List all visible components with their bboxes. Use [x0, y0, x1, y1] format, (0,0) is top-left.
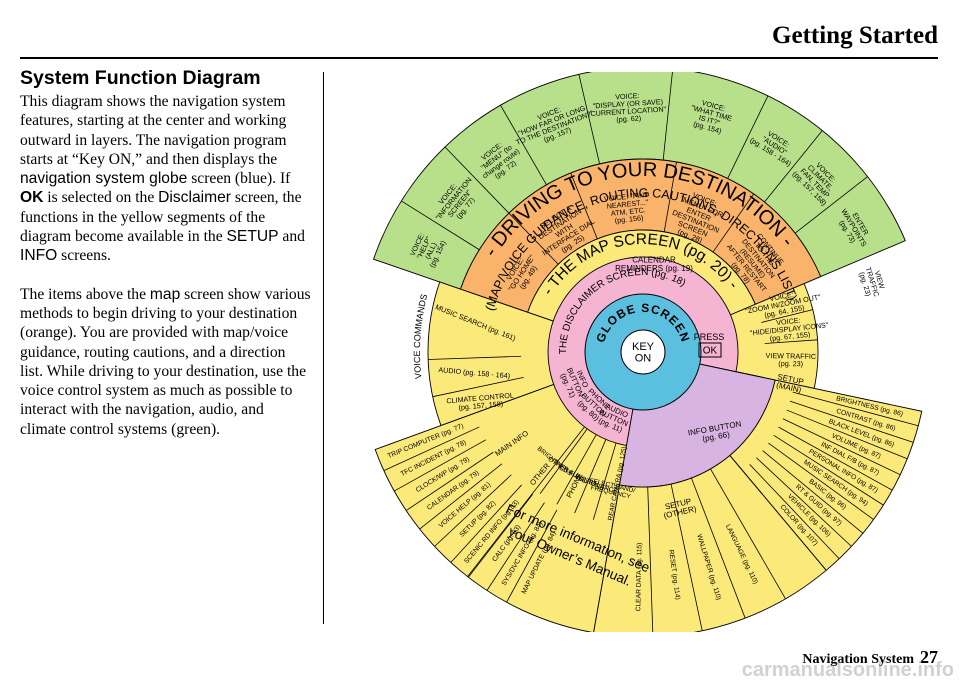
watermark: carmanualsonline.info: [741, 659, 954, 681]
phone-divider: [574, 439, 607, 514]
page-number: 27: [920, 647, 938, 667]
main-info-divider: [419, 463, 503, 530]
ok-label-line: OK: [703, 346, 718, 357]
main-info-divider: [506, 509, 558, 603]
key-on-label-line: ON: [635, 353, 652, 365]
press-label: PRESS: [694, 332, 725, 342]
map-left-item-3-line: (pg. 157, 158): [458, 399, 503, 412]
phone-group-divider: [467, 426, 585, 577]
voice-segment-5-line: (pg. 62): [616, 114, 641, 124]
setup-other-divider: [647, 486, 654, 632]
column-divider: [323, 72, 324, 624]
phone-info-wedge: [374, 351, 644, 632]
voice-segment-5-line: VOICE:: [615, 91, 640, 101]
main-info-divider: [405, 451, 494, 511]
main-info-divider: [434, 474, 512, 547]
map-right-item-3-line: (pg. 23): [778, 359, 803, 368]
voice-commands-label: VOICE COMMANDS: [412, 293, 429, 379]
drive-segment-3-line: (pg. 156): [614, 213, 644, 225]
phone-divider: [556, 434, 597, 505]
setup-other-divider: [710, 468, 786, 600]
header-rule: [20, 57, 938, 59]
ok-label: OK: [703, 346, 718, 357]
voice-divider: [727, 95, 769, 179]
voice-divider: [500, 104, 547, 186]
main-info-divider: [394, 439, 487, 492]
voice-divider: [764, 130, 823, 203]
drive-divider: [663, 161, 677, 232]
setup-main-divider: [749, 464, 840, 560]
drive-segment-3-line: NEAREST...": [606, 197, 649, 210]
setup-main-divider: [778, 426, 893, 491]
body-text: This diagram shows the navigation system…: [20, 92, 312, 458]
phone-divider: [592, 442, 617, 520]
setup-main-divider: [762, 450, 864, 534]
setup-main-divider: [786, 409, 908, 460]
voice-divider: [794, 176, 868, 234]
paragraph-2: The items above the map screen show vari…: [20, 285, 311, 438]
setup-main-divider: [773, 434, 884, 506]
map-right-divider: [761, 309, 813, 323]
map-left-item-3: CLIMATE CONTROL(pg. 157, 158): [446, 391, 514, 412]
drive-segment-3-line: ATM, ETC.: [610, 205, 646, 218]
setup-other-item-4: CLEAR DATA (pg. 115): [635, 543, 643, 612]
map-right-item-2-line: VOICE:: [776, 316, 801, 327]
voice-divider: [444, 146, 510, 214]
map-left-band: [427, 281, 645, 427]
setup-other-divider: [691, 477, 746, 619]
footer-label: Navigation System: [802, 652, 914, 667]
setup-other-divider: [670, 483, 703, 631]
section-title: System Function Diagram: [20, 67, 261, 89]
calendar-reminders-label-line: CALENDAR: [632, 256, 676, 265]
page-footer: Navigation System 27: [802, 647, 938, 668]
phone-divider: [539, 428, 588, 494]
key-on-circle: [620, 329, 666, 375]
page-header-title: Getting Started: [772, 22, 938, 49]
map-right-divider: [764, 339, 818, 344]
main-info-divider: [450, 484, 522, 563]
map-right-item-3: VIEW TRAFFIC(pg. 23): [765, 351, 816, 368]
map-right-item-3-line: VIEW TRAFFIC: [765, 351, 816, 361]
voice-divider: [578, 74, 600, 165]
main-info-divider: [468, 493, 533, 578]
map-left-divider: [428, 355, 522, 360]
calendar-reminders-label-line: REMINDERS (pg. 19): [615, 264, 693, 273]
ok-box: [698, 342, 722, 358]
press-label-line: PRESS: [694, 332, 725, 342]
drive-divider: [508, 212, 559, 265]
map-left-divider: [432, 376, 524, 398]
map-right-item-2-line: (pg. 67, 155): [769, 330, 810, 343]
setup-main-divider: [792, 391, 919, 427]
main-info-divider: [383, 426, 480, 472]
main-info-divider: [486, 502, 545, 591]
setup-main-divider: [768, 442, 874, 520]
voice-divider: [401, 200, 480, 251]
setup-main-divider: [789, 400, 914, 443]
key-on-label-line: KEY: [632, 341, 655, 353]
voice-divider: [662, 72, 673, 161]
paragraph-1: This diagram shows the navigation system…: [20, 93, 305, 265]
setup-main-divider: [756, 457, 852, 547]
setup-main-divider: [782, 418, 901, 476]
drive-divider: [712, 193, 755, 253]
drive-divider: [570, 172, 598, 240]
voice-segment-5-line: "DISPLAY (OR SAVE): [592, 97, 663, 110]
